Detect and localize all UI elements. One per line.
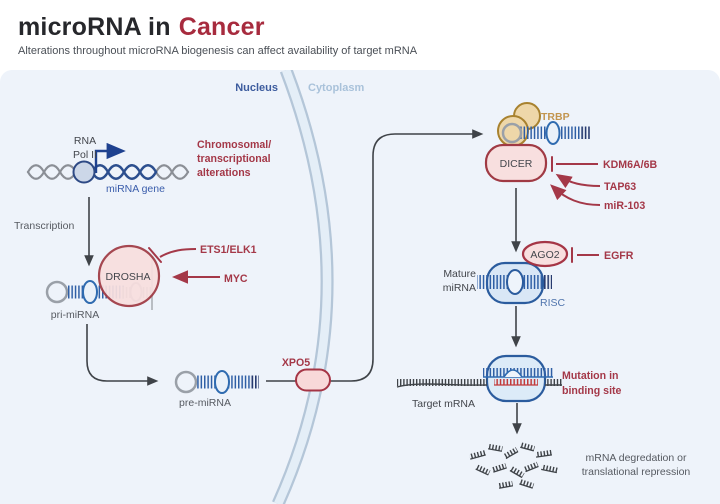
outcome-label-2: translational repression [582,466,691,478]
transcription-start-arrow [94,142,126,173]
pre-mirna-label: pre-miRNA [179,397,231,409]
mature-mirna-label-1: Mature [443,268,476,280]
alteration-line-2: transcriptional [197,153,271,165]
trbp-hairpin [501,121,590,145]
mutation-ticks [494,379,538,386]
cell-panel: Nucleus Cytoplasm RNA Pol II miRNA gene … [0,67,720,504]
outcome-label-1: mRNA degredation or [586,452,687,464]
rna-pol-ii [72,160,96,184]
mir103-label: miR-103 [604,200,645,212]
target-mrna-strand [396,379,562,388]
title-accent: Cancer [178,13,265,41]
pri-to-pre-arrow [86,324,159,386]
pathway-diagram: Nucleus Cytoplasm RNA Pol II miRNA gene … [14,67,691,504]
transcription-label: Transcription [14,220,74,232]
tap63-arrow [555,173,601,189]
risc-on-mrna [485,354,547,403]
tap63-label: TAP63 [604,181,636,193]
rna-pol-label-1: RNA [74,135,96,147]
xpo5-transporter [295,368,331,392]
mutation-label-1: Mutation in [562,370,619,382]
cytoplasm-label: Cytoplasm [308,82,364,94]
pre-mirna-hairpin [174,370,259,394]
mutation-label-2: binding site [562,385,622,397]
drosha-label: DROSHA [106,271,151,283]
risc-label: RISC [540,297,566,309]
myc-label: MYC [224,273,248,285]
ets1-inhibition-line [159,248,197,258]
mature-mirna-duplex [477,269,552,295]
alteration-line-3: alterations [197,167,251,179]
trbp-label: TRBP [541,111,570,123]
ago2-protein [521,240,569,268]
kdm-label: KDM6A/6B [603,159,658,171]
dicer-label: DICER [500,158,533,170]
dna-helix [26,164,190,180]
xpo5-label: XPO5 [282,357,310,369]
alteration-line-1: Chromosomal/ [197,139,271,151]
pri-mirna-label: pri-miRNA [51,309,99,321]
nucleus-label: Nucleus [235,82,278,94]
title-main: microRNA in [18,13,171,41]
drosha-enzyme [97,244,161,308]
export-path-arrow [266,129,484,382]
bound-mirna-strand [483,368,553,378]
ago2-label: AGO2 [530,249,559,261]
mature-mirna-label-2: miRNA [443,282,476,294]
alteration-note: Chromosomal/ transcriptional alterations [197,139,271,179]
mirna-gene-segment [90,164,158,180]
target-mrna-label: Target mRNA [412,398,475,410]
mrna-fragments [468,442,558,489]
ets1-inhibition-bar [148,247,162,263]
egfr-label: EGFR [604,250,634,262]
rna-pol-label-2: Pol II [73,149,97,161]
mir103-arrow [550,184,601,206]
mirna-gene-label: miRNA gene [106,183,165,195]
nuclear-membrane [272,67,334,504]
page-subtitle: Alterations throughout microRNA biogenes… [18,45,418,57]
dicer-enzyme [484,143,548,183]
ets1-label: ETS1/ELK1 [200,244,257,256]
